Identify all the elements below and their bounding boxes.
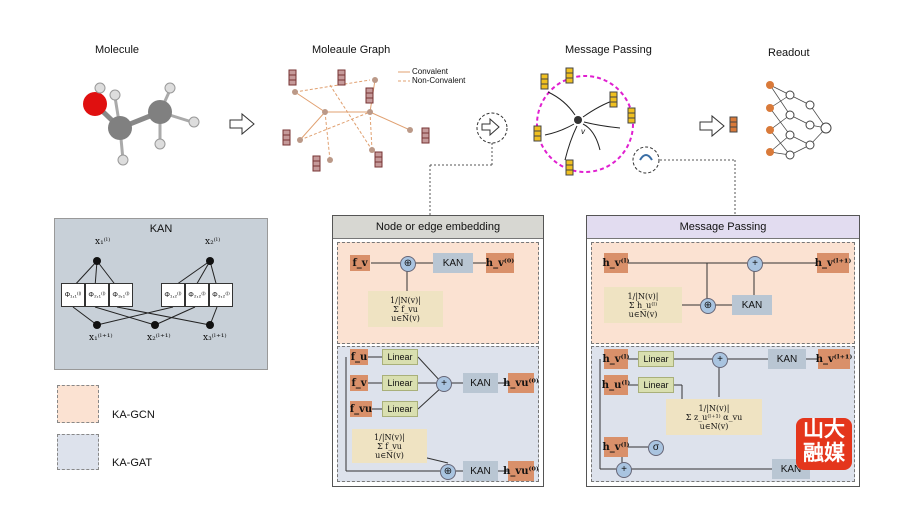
- embed-fv: f_v: [350, 255, 370, 271]
- stage-title-graph: Moleaule Graph: [312, 44, 391, 56]
- embed-plus-1: ⊕: [400, 256, 416, 272]
- embed-plus-3: ⊕: [440, 464, 456, 480]
- watermark-line-2: 融媒: [803, 442, 845, 465]
- stage-title-message: Message Passing: [565, 44, 652, 56]
- embedding-gat-block: f_u f_v f_vu Linear Linear Linear + KAN …: [337, 346, 539, 482]
- mp-gcn-block: h_v⁽ˡ⁾ + h_v⁽ˡ⁺¹⁾ 1/|N(v)| Σ h_u⁽ˡ⁾ u∈N(…: [591, 242, 855, 344]
- stage-title-molecule: Molecule: [95, 44, 140, 56]
- watermark-line-1: 山大: [803, 418, 845, 441]
- mp-hul: h_u⁽ˡ⁾: [602, 375, 630, 395]
- embed-hvu0-2: h_vu⁽⁰⁾: [503, 461, 539, 481]
- legend-label-gat: KA-GAT: [112, 457, 153, 469]
- kan-phi-1: Φ₁,₁⁽ˡ⁾: [61, 283, 85, 307]
- mp-att-sum: Σ z_u⁽ˡ⁺¹⁾ α_vu: [685, 412, 743, 422]
- kan-phi-6: Φ₃,₂⁽ˡ⁾: [209, 283, 233, 307]
- mp-sigma: σ: [648, 440, 664, 456]
- embed-fu: f_u: [350, 349, 368, 365]
- kan-input-2: x₂⁽ˡ⁾: [205, 237, 221, 247]
- mp-agg-sub-1: u∈N(v): [628, 309, 658, 319]
- kan-output-1: x₁⁽ˡ⁺¹⁾: [89, 333, 113, 343]
- kan-output-3: x₃⁽ˡ⁺¹⁾: [203, 333, 227, 343]
- embedding-gcn-block: f_v ⊕ KAN h_v⁽⁰⁾ 1/|N(v)| Σ f_vu u∈N(v): [337, 242, 539, 344]
- embed-agg-sum-1: Σ f_vu: [393, 304, 418, 314]
- embed-kan-3: KAN: [463, 461, 498, 481]
- embed-agg-frac-1: 1/|N(v)|: [390, 295, 421, 305]
- embed-kan-1: KAN: [433, 253, 473, 273]
- kan-phi-4: Φ₁,₂⁽ˡ⁾: [161, 283, 185, 307]
- mp-hvl-3: h_v⁽ˡ⁾: [603, 437, 629, 457]
- mp-plus-3: +: [712, 352, 728, 368]
- legend-label-gcn: KA-GCN: [112, 409, 155, 421]
- embed-aggregate-1: 1/|N(v)| Σ f_vu u∈N(v): [368, 291, 443, 327]
- mp-att-frac: 1/|N(v)|: [698, 403, 730, 413]
- embed-agg-sub-2: u∈N(v): [375, 450, 404, 460]
- embed-fvu: f_vu: [350, 401, 372, 417]
- embed-kan-2: KAN: [463, 373, 498, 393]
- embed-linear-2: Linear: [382, 375, 418, 391]
- readout-illustration: [729, 81, 832, 160]
- message-passing-panel: Message Passing h_v⁽ˡ⁾ + h_v⁽ˡ⁺¹⁾ 1/|N(v…: [586, 215, 860, 487]
- mp-kan-2: KAN: [768, 349, 806, 369]
- embed-agg-sub-1: u∈N(v): [391, 313, 420, 323]
- molecular-graph: [282, 69, 430, 172]
- kan-phi-3: Φ₃,₁⁽ˡ⁾: [109, 283, 133, 307]
- embedding-title: Node or edge embedding: [333, 216, 543, 239]
- message-passing-title: Message Passing: [587, 216, 859, 239]
- embed-hvu0-1: h_vu⁽⁰⁾: [503, 373, 539, 393]
- embed-linear-1: Linear: [382, 349, 418, 365]
- mp-linear-1: Linear: [638, 351, 674, 367]
- molecule-illustration: [83, 82, 200, 166]
- mp-hvl-1: h_v⁽ˡ⁾: [603, 253, 629, 273]
- mp-plus-4: +: [616, 462, 632, 478]
- embed-linear-3: Linear: [382, 401, 418, 417]
- legend-convalent: Convalent: [412, 67, 449, 76]
- legend-swatch-gcn: [57, 385, 99, 423]
- mp-hvl-2: h_v⁽ˡ⁾: [603, 349, 629, 369]
- mp-attention-aggregate: 1/|N(v)| Σ z_u⁽ˡ⁺¹⁾ α_vu u∈N(v): [666, 399, 762, 435]
- kan-diagram: [72, 257, 218, 329]
- stage-title-readout: Readout: [768, 47, 810, 59]
- embed-plus-2: +: [436, 376, 452, 392]
- kan-panel: KAN x₁⁽ˡ⁾ x₂⁽ˡ⁾ Φ₁,₁⁽ˡ⁾ Φ₂,₁⁽ˡ⁾ Φ₃,₁⁽ˡ⁾ …: [54, 218, 268, 370]
- mp-agg-sum-1: Σ h_u⁽ˡ⁾: [628, 300, 658, 310]
- kan-phi-2: Φ₂,₁⁽ˡ⁾: [85, 283, 109, 307]
- legend-non-convalent: Non-Convalent: [412, 76, 466, 85]
- mp-plus-1: +: [747, 256, 763, 272]
- mp-plus-2: ⊕: [700, 298, 716, 314]
- mp-hv-next-2: h_v⁽ˡ⁺¹⁾: [816, 349, 852, 369]
- kan-input-1: x₁⁽ˡ⁾: [95, 237, 111, 247]
- embed-fv-gat: f_v: [350, 375, 368, 391]
- embed-agg-frac-2: 1/|N(v)|: [374, 432, 405, 442]
- legend-swatch-gat: [57, 434, 99, 470]
- embed-agg-sum-2: Σ f_vu: [377, 441, 402, 451]
- embed-hv0: h_v⁽⁰⁾: [486, 253, 514, 273]
- kan-phi-5: Φ₂,₂⁽ˡ⁾: [185, 283, 209, 307]
- kan-title: KAN: [149, 223, 173, 235]
- embed-aggregate-2: 1/|N(v)| Σ f_vu u∈N(v): [352, 429, 427, 463]
- mp-att-sub: u∈N(v): [699, 421, 729, 431]
- mp-linear-2: Linear: [638, 377, 674, 393]
- kan-output-2: x₂⁽ˡ⁺¹⁾: [147, 333, 171, 343]
- message-passing-illustration: [533, 67, 660, 176]
- watermark-logo: 山大 融媒: [796, 418, 852, 470]
- mp-kan-1: KAN: [732, 295, 772, 315]
- mp-aggregate-1: 1/|N(v)| Σ h_u⁽ˡ⁾ u∈N(v): [604, 287, 682, 323]
- embedding-panel: Node or edge embedding f_v ⊕ KAN h_v⁽⁰⁾ …: [332, 215, 544, 487]
- mp-hv-next-1: h_v⁽ˡ⁺¹⁾: [815, 253, 851, 273]
- mp-agg-frac-1: 1/|N(v)|: [627, 291, 659, 301]
- center-node-label: v: [581, 127, 585, 136]
